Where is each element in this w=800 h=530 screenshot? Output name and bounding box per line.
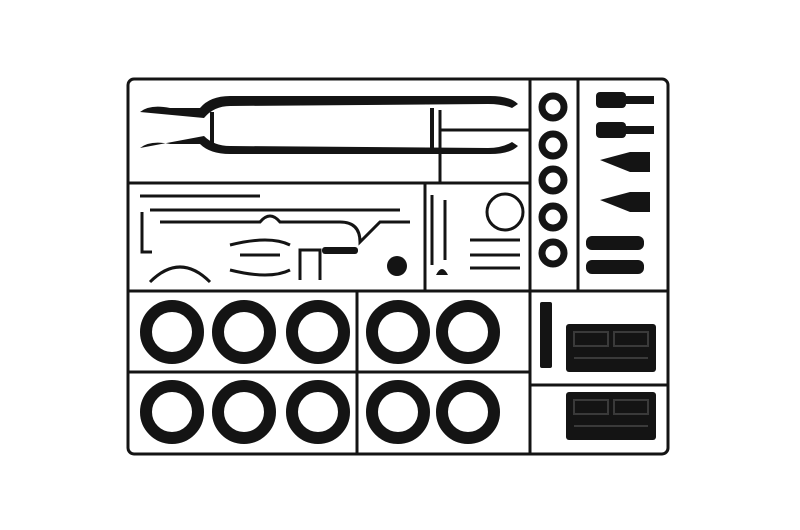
wheel-disc: [538, 130, 568, 160]
chassis-rails: [140, 96, 518, 154]
wheel-discs: [538, 92, 568, 268]
tire: [366, 300, 430, 364]
tires: [140, 300, 500, 444]
sprue-frame: [126, 77, 670, 456]
engine-block-details: [573, 331, 649, 427]
tire: [212, 300, 276, 364]
tire: [140, 380, 204, 444]
tire: [212, 380, 276, 444]
wheel-disc: [538, 238, 568, 268]
right-parts: [540, 92, 656, 440]
small-solid-parts: [322, 247, 448, 276]
tire: [286, 380, 350, 444]
tire: [366, 380, 430, 444]
tire: [140, 300, 204, 364]
tire: [436, 380, 500, 444]
tire: [436, 300, 500, 364]
wheel-disc: [538, 92, 568, 122]
wheel-disc: [538, 202, 568, 232]
wheel-disc: [538, 165, 568, 195]
tire: [286, 300, 350, 364]
small-parts: [140, 192, 525, 284]
